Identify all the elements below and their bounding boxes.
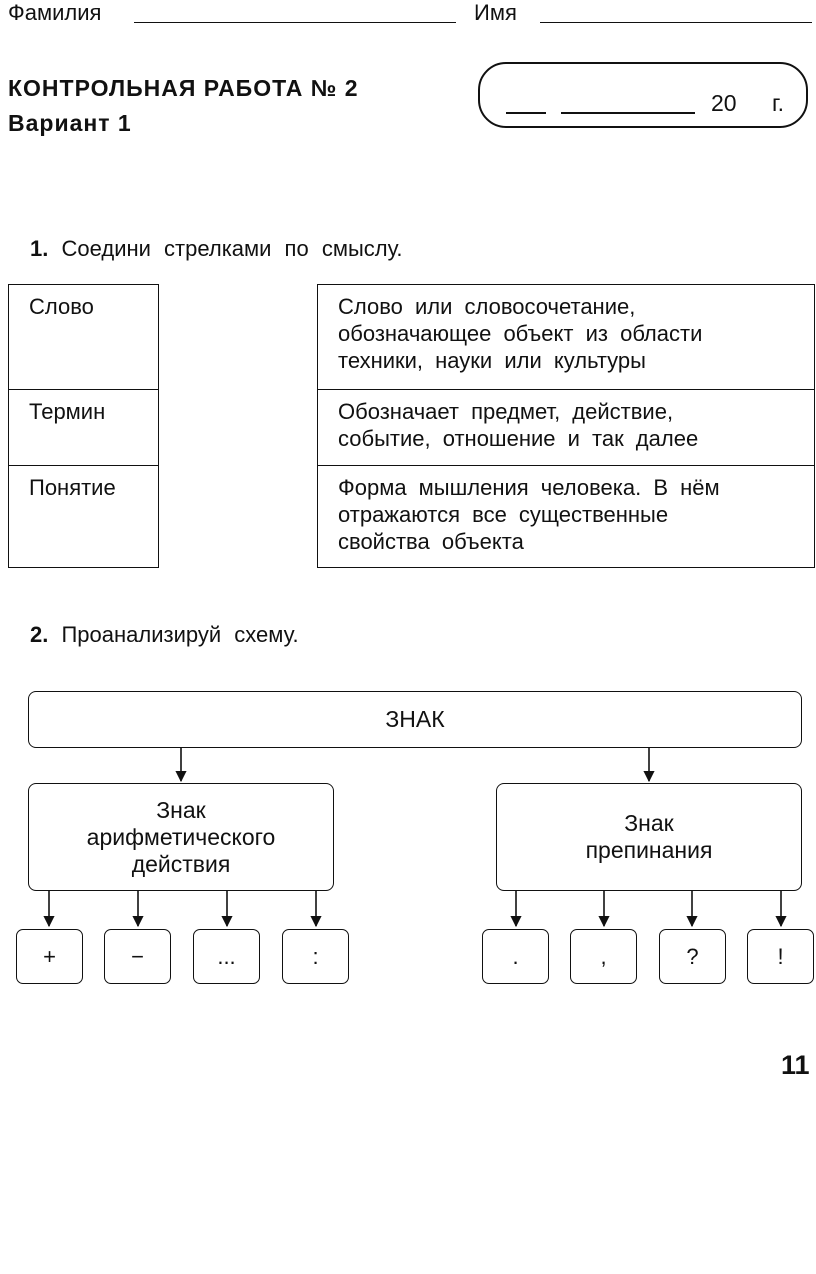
- scheme-root: ЗНАК: [28, 691, 802, 748]
- page-number: 11: [781, 1050, 810, 1080]
- test-title: КОНТРОЛЬНАЯ РАБОТА № 2: [8, 75, 359, 101]
- variant-label: Вариант 1: [8, 110, 132, 136]
- date-box: [478, 62, 808, 128]
- scheme-arrows: [43, 747, 787, 928]
- branch-line: препинания: [585, 837, 713, 863]
- leaf-box: ?: [659, 929, 726, 984]
- definition-line: Слово или словосочетание,: [338, 294, 636, 319]
- term-item[interactable]: Слово: [29, 294, 94, 319]
- name-label: Имя: [474, 0, 517, 25]
- branch-line: Знак: [624, 810, 674, 836]
- scheme-branch-arithmetic: Знак арифметического действия: [28, 783, 334, 891]
- branch-line: Знак: [156, 796, 206, 823]
- leaf-box: ...: [193, 929, 260, 984]
- leaf-box: −: [104, 929, 171, 984]
- date-year-suffix: г.: [772, 90, 784, 116]
- leaf-box: !: [747, 929, 814, 984]
- task2-text: Проанализируй схему.: [61, 622, 299, 647]
- date-year-text: 20: [711, 90, 737, 116]
- term-item[interactable]: Понятие: [9, 465, 158, 569]
- task1-number: 1.: [30, 236, 49, 261]
- definition-item[interactable]: Слово или словосочетание, обозначающее о…: [318, 285, 814, 389]
- task1-text: Соедини стрелками по смыслу.: [61, 236, 403, 261]
- definition-item[interactable]: Обозначает предмет, действие, событие, о…: [318, 389, 814, 465]
- task2-heading: 2. Проанализируй схему.: [30, 622, 299, 648]
- definition-line: Обозначает предмет, действие,: [338, 399, 674, 424]
- leaf-box: +: [16, 929, 83, 984]
- task2-number: 2.: [30, 622, 49, 647]
- date-day-field[interactable]: [506, 112, 546, 114]
- term-item[interactable]: Термин: [9, 389, 158, 465]
- definition-line: событие, отношение и так далее: [338, 426, 699, 451]
- definition-line: отражаются все существенные: [338, 502, 669, 527]
- date-month-field[interactable]: [561, 112, 695, 114]
- branch-line: действия: [131, 850, 231, 877]
- leaf-box: ,: [570, 929, 637, 984]
- definition-line: техники, науки или культуры: [338, 348, 646, 373]
- leaf-box: :: [282, 929, 349, 984]
- scheme-branch-punctuation: Знак препинания: [496, 783, 802, 891]
- branch-line: арифметического: [86, 823, 276, 850]
- name-field[interactable]: [540, 22, 812, 23]
- definitions-column: Слово или словосочетание, обозначающее о…: [317, 284, 815, 568]
- terms-column: Слово Термин Понятие: [8, 284, 159, 568]
- task1-heading: 1. Соедини стрелками по смыслу.: [30, 236, 403, 262]
- definition-line: обозначающее объект из области: [338, 321, 703, 346]
- definition-line: свойства объекта: [338, 529, 524, 554]
- surname-label: Фамилия: [8, 0, 102, 25]
- definition-item[interactable]: Форма мышления человека. В нём отражаютс…: [318, 465, 814, 569]
- definition-line: Форма мышления человека. В нём: [338, 475, 720, 500]
- leaf-box: .: [482, 929, 549, 984]
- surname-field[interactable]: [134, 22, 456, 23]
